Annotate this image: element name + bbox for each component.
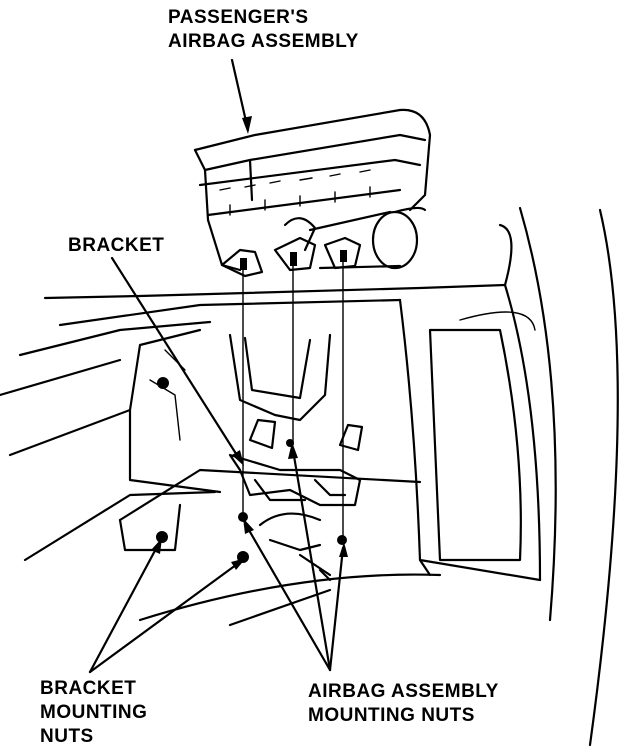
bracket-nuts-label-line2: MOUNTING [40,702,148,723]
airbag-assembly-illustration [193,108,432,278]
bracket-nuts-label-line3: NUTS [40,726,94,747]
bracket-nut-left [156,531,168,543]
bracket-label: BRACKET [68,235,165,256]
nuts [156,512,347,563]
airbag-nut-right [337,535,347,545]
bracket-nuts-label-line1: BRACKET [40,678,137,699]
dashboard-panel [0,206,619,747]
airbag-nuts-label-line1: AIRBAG ASSEMBLY [308,681,499,702]
airbag-nuts-label-line2: MOUNTING NUTS [308,705,475,726]
passenger-airbag-label-line2: AIRBAG ASSEMBLY [168,31,359,52]
airbag-nut-left [238,512,248,522]
alignment-lines [242,261,344,541]
bracket-illustration [149,333,364,582]
passenger-airbag-label-line1: PASSENGER'S [168,7,309,28]
leader-lines [88,58,348,674]
